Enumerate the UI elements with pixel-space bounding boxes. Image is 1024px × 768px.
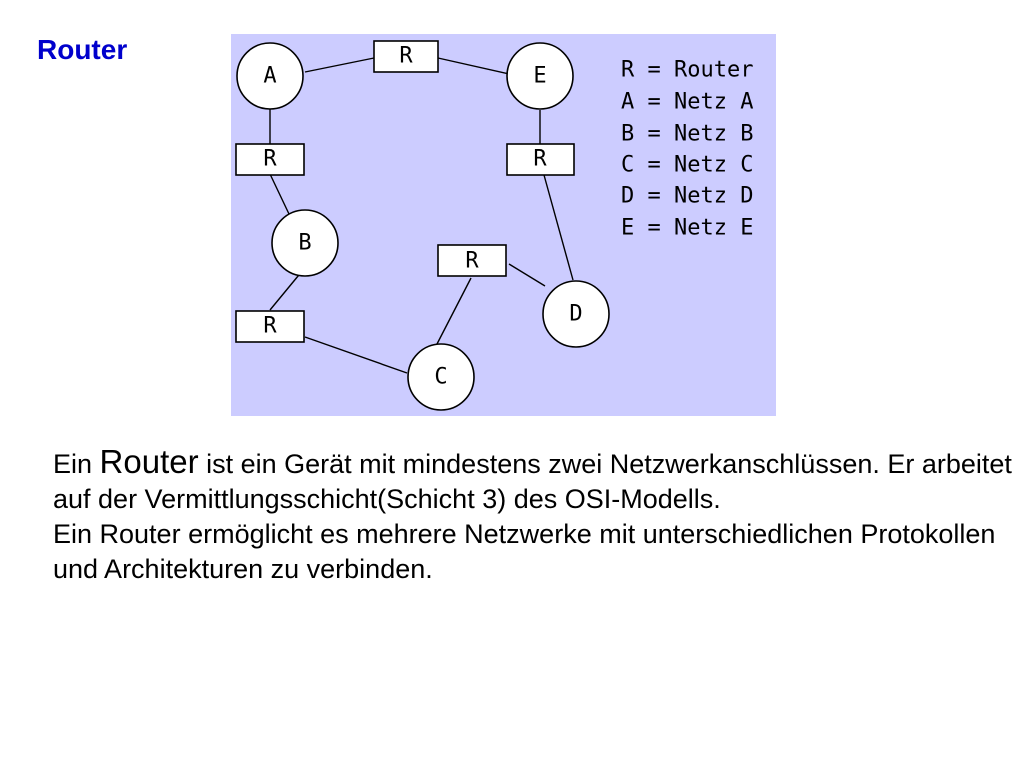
slide-title: Router xyxy=(37,34,128,65)
network-node-b-label: B xyxy=(298,231,311,256)
paragraph-definition: Ein Router ist ein Gerät mit mindestens … xyxy=(53,444,1013,517)
legend-item: D = Netz D xyxy=(621,184,753,209)
network-diagram-svg: A E B D C R R R R R R = Router A = Netz … xyxy=(231,34,776,416)
link-router-mid-d xyxy=(508,263,546,287)
router-right-label: R xyxy=(533,147,547,172)
legend-item: B = Netz B xyxy=(621,122,753,147)
link-a-router-top xyxy=(304,57,375,73)
router-right xyxy=(506,143,575,176)
link-router-mid-c xyxy=(436,277,472,345)
router-middle-label: R xyxy=(465,249,479,274)
link-router-top-e xyxy=(437,57,510,75)
router-middle xyxy=(437,244,507,277)
network-node-d-label: D xyxy=(569,302,582,327)
network-node-c-label: C xyxy=(434,365,447,390)
network-node-a-label: A xyxy=(263,64,276,89)
legend-item: R = Router xyxy=(621,58,753,83)
link-router-bottom-c xyxy=(304,336,408,374)
router-keyword: Router xyxy=(99,443,199,480)
link-router-left-b xyxy=(269,173,290,215)
link-b-router-bottom xyxy=(269,269,304,311)
router-left xyxy=(235,143,305,176)
network-node-d xyxy=(542,280,610,348)
paragraph-definition-start: Ein xyxy=(53,449,100,479)
link-router-right-d xyxy=(543,174,574,281)
router-left-label: R xyxy=(263,147,277,172)
paragraph-purpose: Ein Router ermöglicht es mehrere Netzwer… xyxy=(53,519,996,584)
body-text: Ein Router ist ein Gerät mit mindestens … xyxy=(53,444,1013,587)
legend: R = Router A = Netz A B = Netz B C = Net… xyxy=(621,58,753,241)
router-top xyxy=(373,40,439,73)
network-node-e xyxy=(506,42,574,110)
legend-item: E = Netz E xyxy=(621,216,753,241)
router-bottom-label: R xyxy=(263,314,277,339)
paragraph-definition-rest: ist ein Gerät mit mindestens zwei Netzwe… xyxy=(53,449,1012,514)
router-bottom xyxy=(235,310,305,343)
network-node-e-label: E xyxy=(533,64,546,89)
legend-item: C = Netz C xyxy=(621,153,753,178)
network-node-a xyxy=(236,42,304,110)
network-node-b xyxy=(271,209,339,277)
network-diagram: A E B D C R R R R R R = Router A = Netz … xyxy=(231,34,776,416)
legend-item: A = Netz A xyxy=(621,90,753,115)
network-node-c xyxy=(407,343,475,411)
router-top-label: R xyxy=(399,44,413,69)
